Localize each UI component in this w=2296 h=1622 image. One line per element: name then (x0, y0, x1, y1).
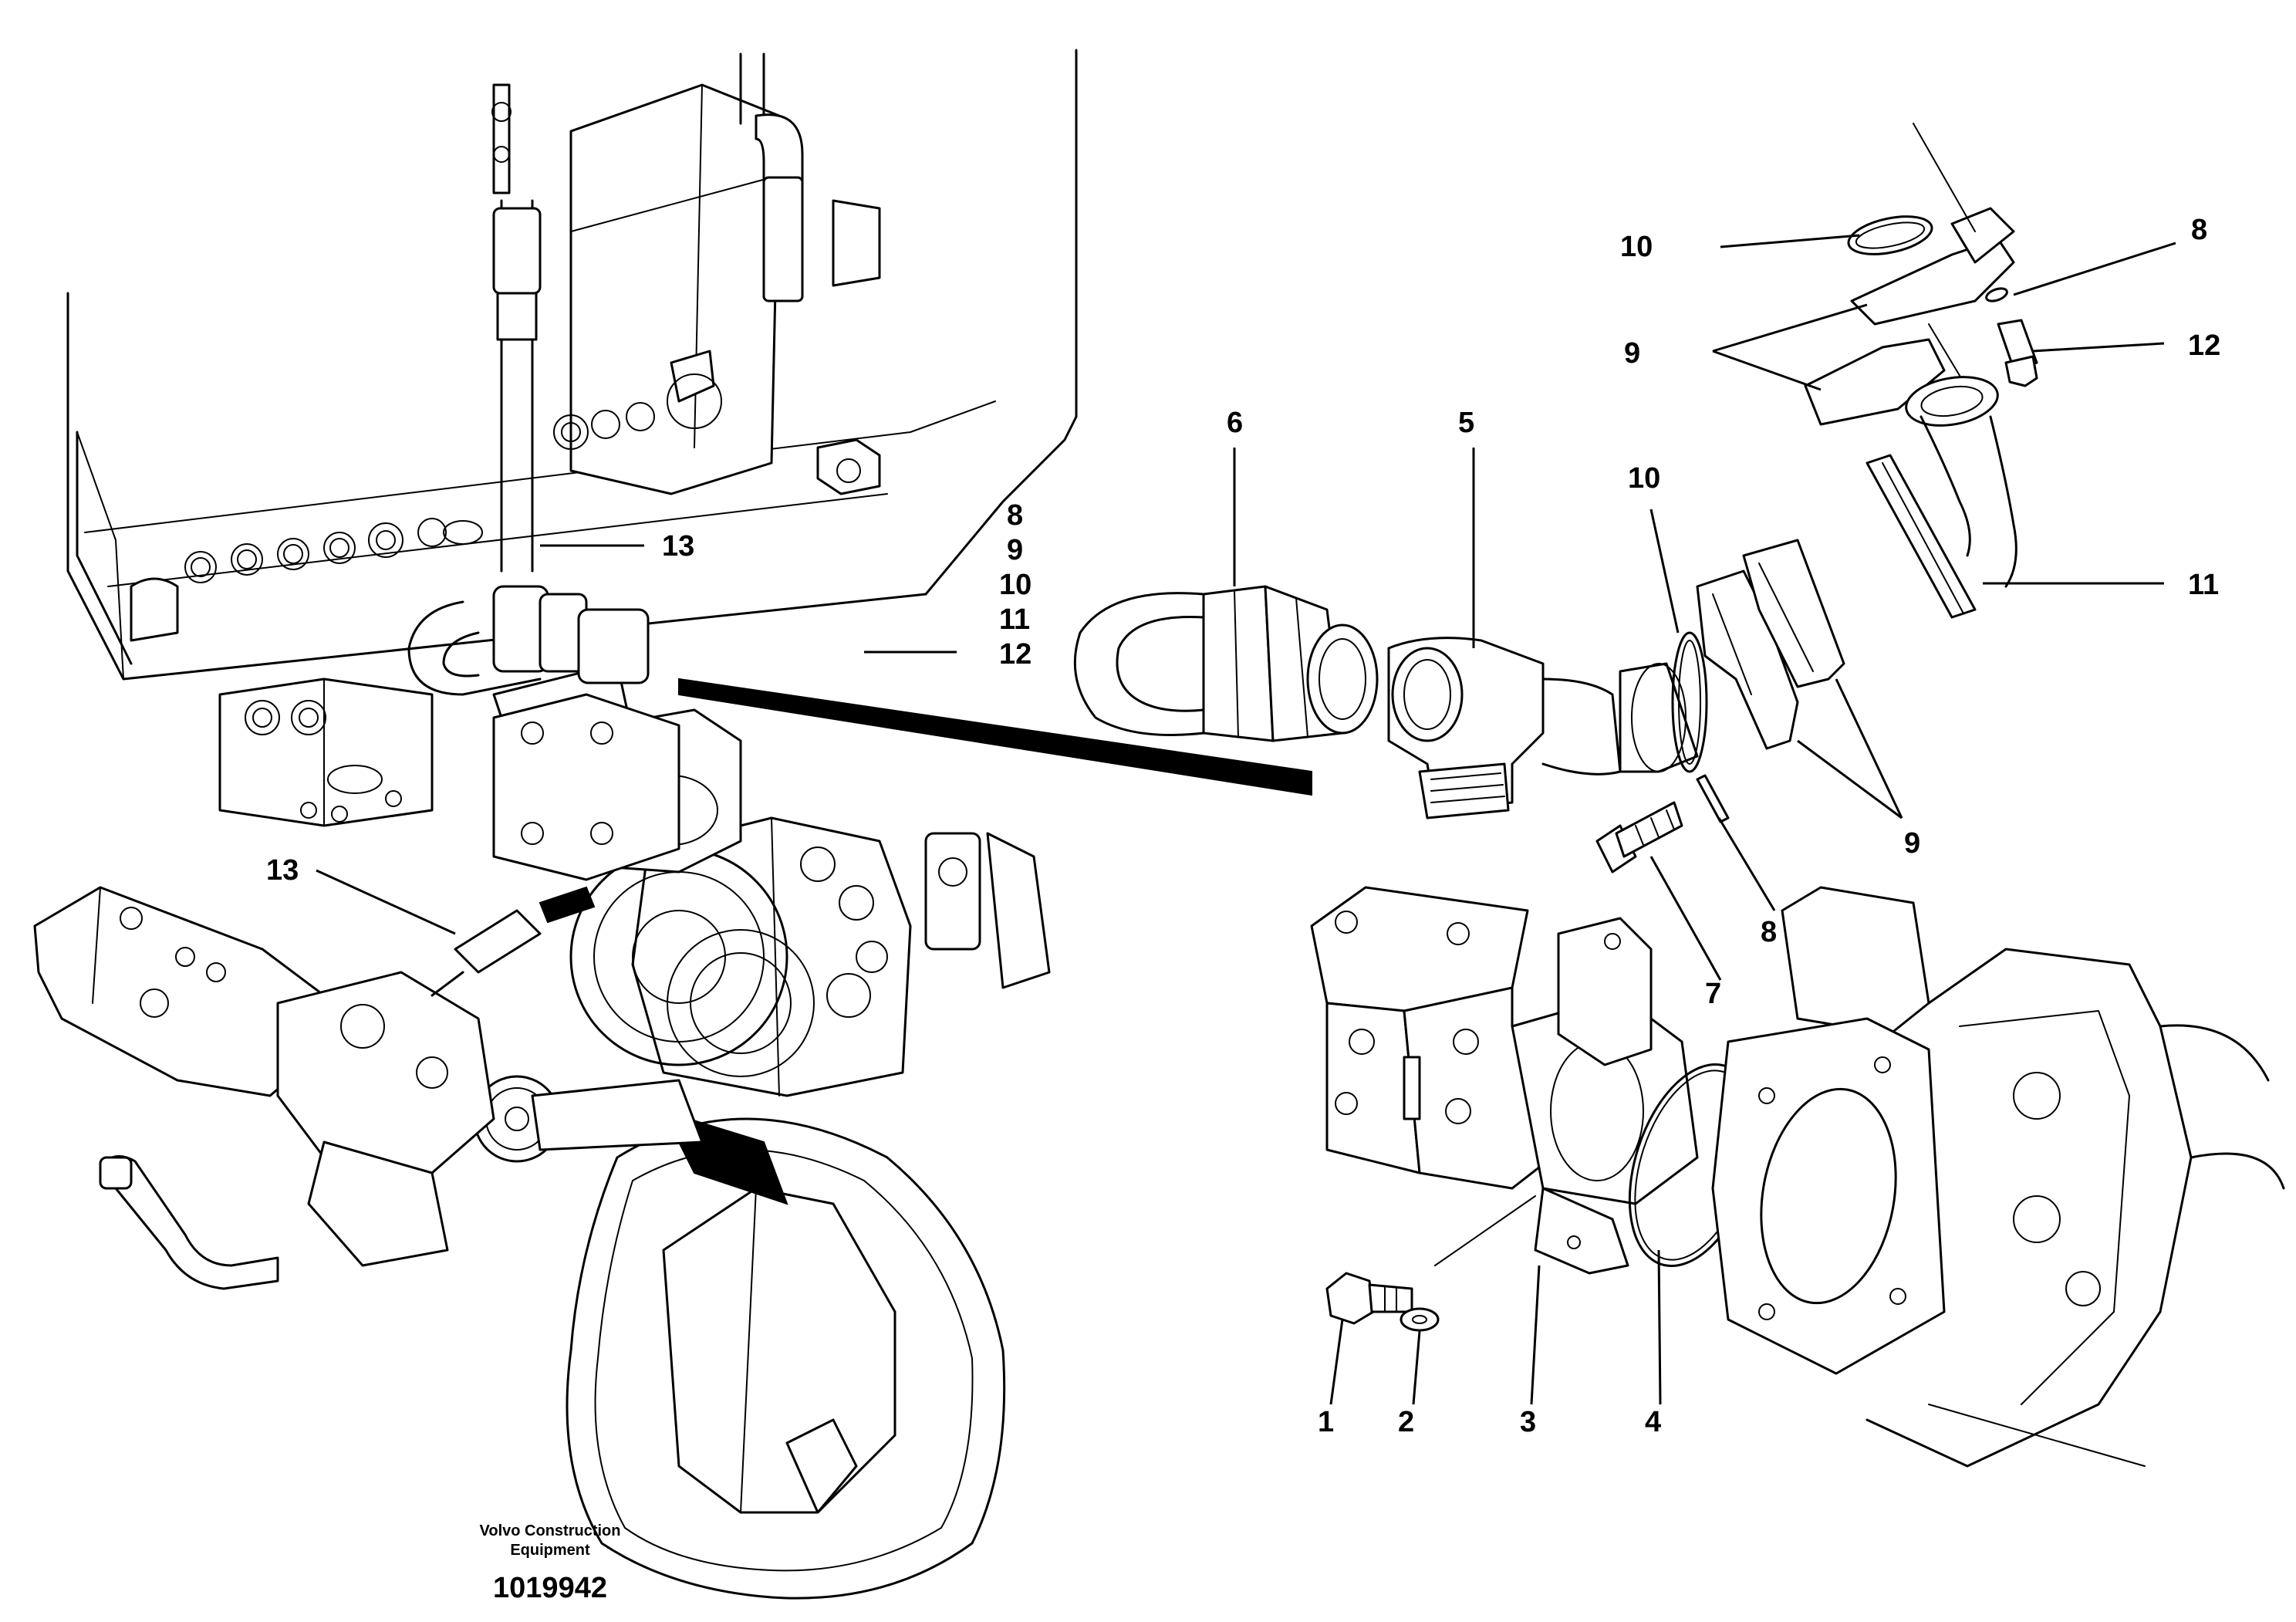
callout-12-right: 12 (2188, 329, 2220, 362)
transmission-housing (473, 662, 1051, 1600)
part-8-pin-mid (1696, 774, 1730, 823)
part-8-pin-top (1985, 287, 2008, 302)
callout-11-stack: 11 (999, 603, 1030, 636)
part-6-hose (1073, 585, 1379, 742)
callout-4: 4 (1645, 1406, 1661, 1438)
callout-11-right: 11 (2188, 569, 2219, 601)
part-5-elbow (1387, 637, 1699, 819)
callout-9-stack: 9 (1007, 534, 1023, 566)
right-housing (1711, 886, 2285, 1468)
drawing-number: 1019942 (493, 1572, 607, 1604)
callouts: 1 2 3 4 5 6 7 8 8 9 9 10 10 11 12 13 13 … (266, 214, 2220, 1438)
callout-6: 6 (1227, 407, 1243, 439)
part-2-washer (1400, 1307, 1440, 1332)
caption-line-1: Volvo Construction (480, 1522, 621, 1539)
caption-line-2: Equipment (510, 1542, 590, 1559)
callout-8-stack: 8 (1007, 499, 1023, 532)
callout-13-lower: 13 (266, 854, 299, 887)
part-1-bolt (1325, 1272, 1413, 1325)
callout-10-mid: 10 (1628, 462, 1660, 495)
caption: Volvo Construction Equipment 1019942 (480, 1522, 621, 1604)
callout-12-stack: 12 (999, 638, 1032, 671)
callout-10-top: 10 (1620, 231, 1653, 263)
callout-2: 2 (1398, 1406, 1414, 1438)
leader-lines (316, 234, 2176, 1405)
callout-9-mid: 9 (1904, 827, 1920, 860)
left-hydraulic-pump (33, 886, 495, 1290)
callout-5: 5 (1458, 407, 1474, 439)
part-9-split-flange-mid (1696, 539, 1845, 750)
part-11-elbow-tube (1866, 376, 2017, 619)
part-9-split-flange-top (1804, 123, 2015, 426)
callout-1: 1 (1318, 1406, 1334, 1438)
callout-7: 7 (1705, 978, 1721, 1010)
part-10-oring-top (1847, 215, 1933, 255)
callout-3: 3 (1520, 1406, 1536, 1438)
hydraulic-tank (66, 49, 1078, 827)
callout-13-upper: 13 (662, 530, 694, 563)
part-10-oring-mid (1671, 631, 1708, 773)
part-3-pump (1310, 886, 1699, 1275)
callout-8-top: 8 (2191, 214, 2207, 246)
hose-assembly (407, 585, 1312, 997)
callout-10-stack: 10 (999, 569, 1032, 601)
part-7-bolt (1595, 801, 1683, 874)
part-12-bolt (1997, 319, 2038, 387)
callout-8-mid: 8 (1761, 916, 1777, 948)
callout-9-top: 9 (1624, 337, 1640, 370)
